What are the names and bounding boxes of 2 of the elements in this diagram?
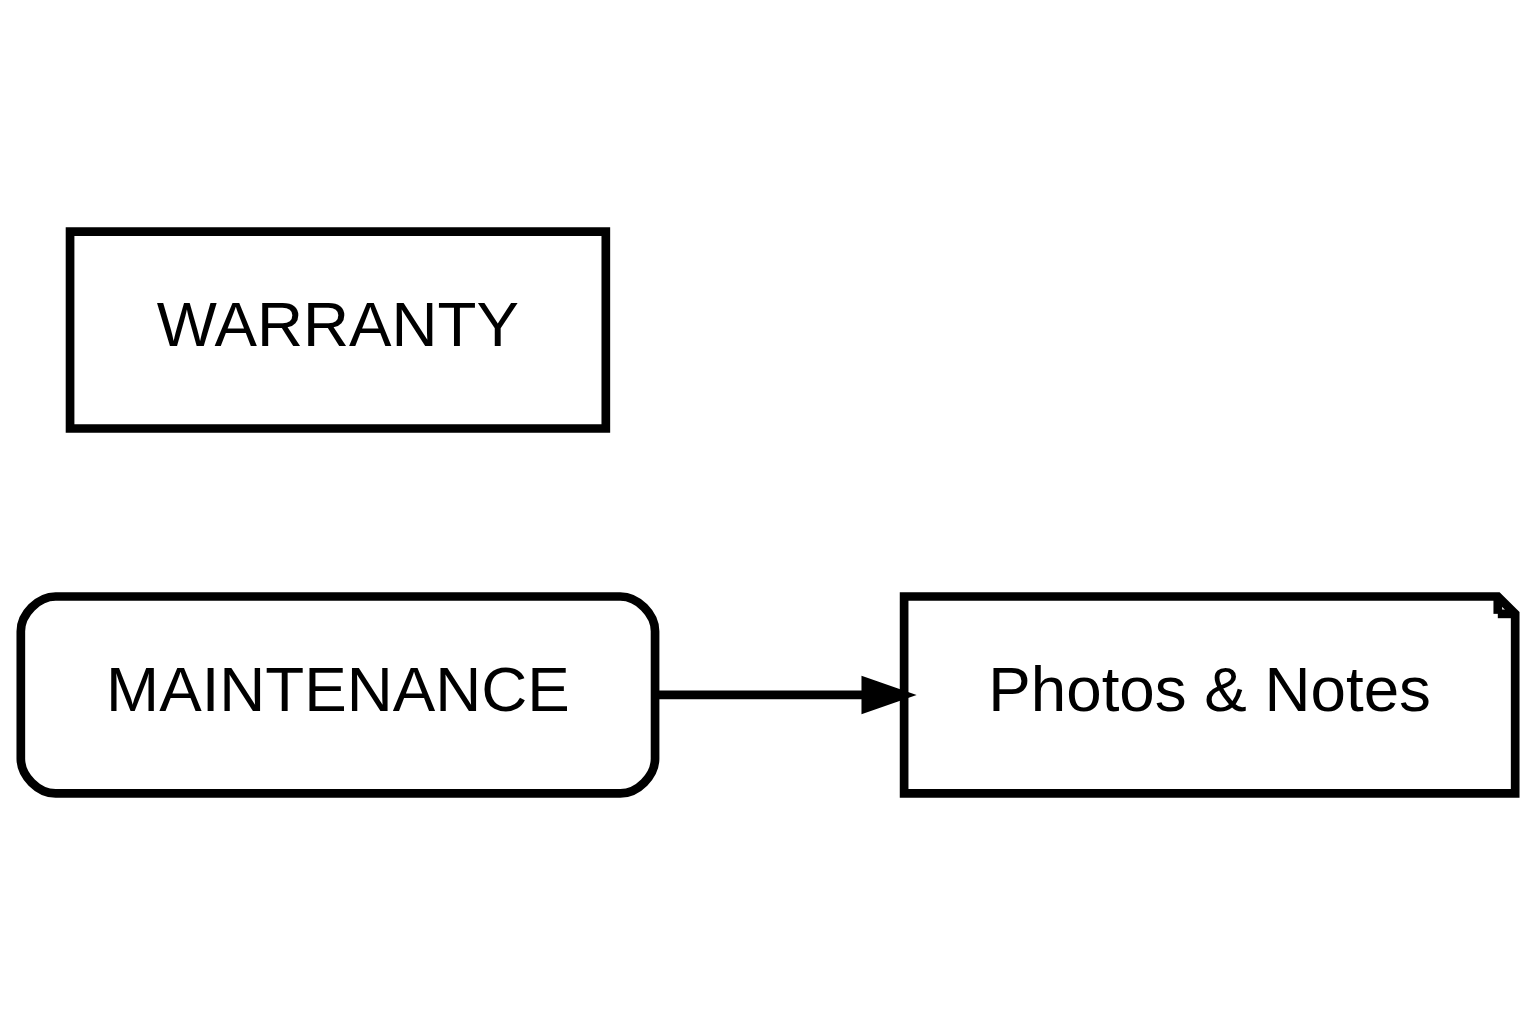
node-box: MAINTENANCE	[16, 591, 660, 798]
node-box: WARRANTY	[65, 226, 611, 433]
